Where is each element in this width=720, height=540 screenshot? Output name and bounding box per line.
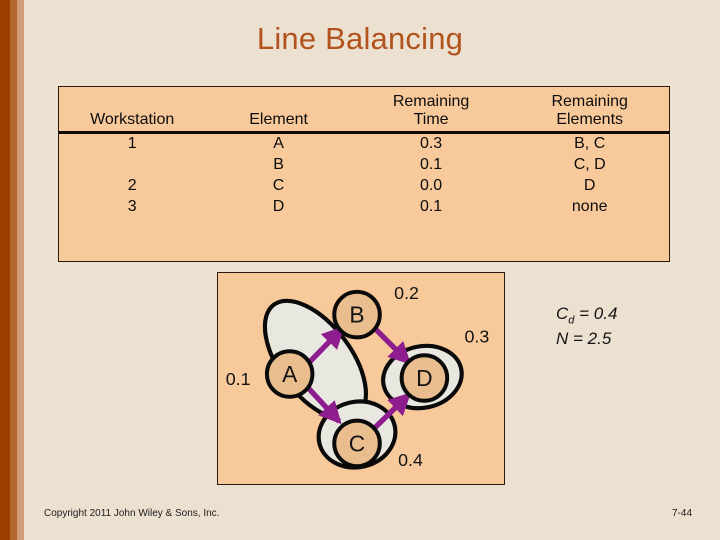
cell-remaining-elements: B, C: [574, 134, 606, 152]
precedence-diagram-panel: A B C D 0.1 0.2 0.3 0.4: [217, 272, 505, 485]
formula-cycle-time-subscript: d: [568, 314, 575, 327]
column-header-element: Element: [205, 93, 352, 134]
cell-remaining-time: 0.0: [419, 176, 443, 194]
cell-element: A: [273, 134, 284, 152]
node-b-time-label: 0.2: [394, 283, 419, 303]
edge-b-to-d: [370, 323, 412, 365]
footer-copyright: Copyright 2011 John Wiley & Sons, Inc.: [44, 508, 220, 519]
node-b-circle: [332, 289, 382, 340]
cell-remaining-elements: C, D: [573, 155, 606, 173]
node-b-label: B: [349, 302, 364, 328]
cell-remaining-time: 0.3: [419, 134, 443, 152]
cell-element: C: [272, 176, 285, 194]
table-row: 3 D 0.1 none: [59, 197, 669, 218]
header-workstation-label: Workstation: [90, 110, 175, 128]
column-header-remaining-time: Remaining Time: [351, 93, 511, 134]
cell-workstation: [59, 155, 205, 176]
precedence-diagram: A B C D 0.1 0.2 0.3 0.4: [226, 283, 490, 470]
table-row: 1 A 0.3 B, C: [59, 132, 669, 155]
formula-block: Cd = 0.4 N = 2.5: [556, 303, 617, 351]
formula-stations: N = 2.5: [556, 328, 617, 351]
node-d-label: D: [416, 365, 432, 391]
cell-workstation: 3: [127, 197, 137, 215]
node-c-time-label: 0.4: [398, 450, 423, 470]
column-header-workstation: Workstation: [59, 93, 206, 134]
cell-remaining-elements: D: [583, 176, 596, 194]
header-remaining-time-line2: Time: [413, 110, 449, 128]
node-d-circle: [399, 353, 450, 403]
formula-cycle-time-value: = 0.4: [574, 304, 618, 323]
page-title: Line Balancing: [256, 21, 464, 56]
cell-element: B: [273, 155, 284, 173]
node-d-time-label: 0.3: [465, 326, 490, 346]
table-row: B 0.1 C, D: [59, 155, 669, 176]
left-stripe-dark: [0, 0, 10, 540]
edge-a-to-c: [303, 383, 342, 425]
formula-stations-symbol: N: [556, 329, 569, 349]
formula-stations-value: = 2.5: [568, 329, 612, 349]
header-remaining-time-line1: Remaining: [392, 93, 470, 110]
edge-a-to-b: [306, 325, 345, 366]
formula-cycle-time: Cd = 0.4: [556, 303, 617, 328]
header-remaining-elements-line1: Remaining: [551, 93, 628, 110]
cell-workstation: 2: [127, 176, 137, 194]
node-c-circle: [332, 418, 382, 469]
cell-element: D: [272, 197, 285, 215]
left-stripe-mid: [10, 0, 17, 540]
cell-remaining-time: 0.1: [419, 155, 443, 173]
node-a-time-label: 0.1: [226, 369, 251, 389]
cell-remaining-time: 0.1: [419, 197, 443, 215]
header-remaining-elements-line2: Elements: [556, 110, 624, 128]
table-header-row: Workstation Element Remaining Time Remai…: [59, 93, 669, 134]
table-row: 2 C 0.0 D: [59, 176, 669, 197]
node-a-label: A: [282, 361, 298, 387]
cell-workstation: 1: [127, 134, 137, 152]
cell-remaining-elements: none: [571, 197, 608, 215]
footer-page-number: 7-44: [671, 508, 692, 519]
formula-cycle-time-symbol: C: [556, 304, 569, 323]
node-a-circle: [264, 349, 315, 399]
workstation-table: Workstation Element Remaining Time Remai…: [59, 93, 669, 218]
header-element-label: Element: [249, 110, 308, 128]
node-c-label: C: [349, 430, 365, 456]
workstation-table-panel: Workstation Element Remaining Time Remai…: [58, 86, 670, 262]
left-stripe-light: [17, 0, 24, 540]
column-header-remaining-elements: Remaining Elements: [510, 93, 669, 134]
